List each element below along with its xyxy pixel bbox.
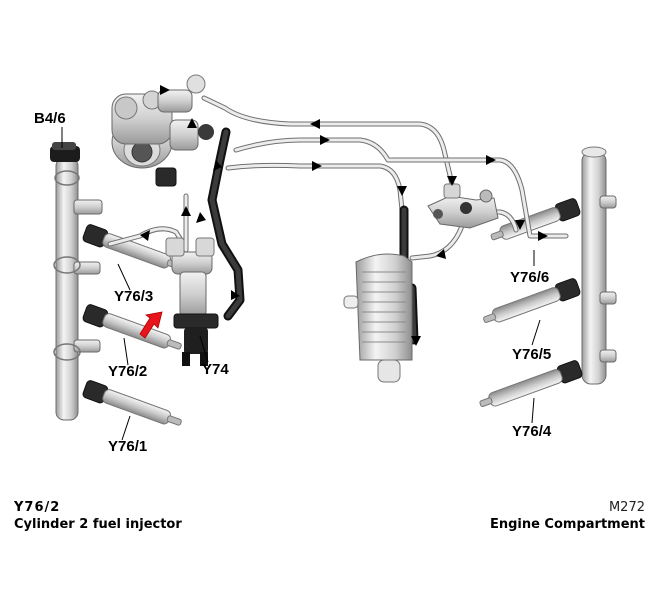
label-y76-2: Y76/2 bbox=[108, 363, 147, 380]
label-y76-4: Y76/4 bbox=[512, 423, 552, 440]
quantity-control-valve-y74 bbox=[165, 237, 219, 366]
red-arrow-pointer-icon bbox=[139, 311, 163, 339]
fuel-flow-arrow-icon bbox=[310, 119, 320, 129]
injector-y76-2 bbox=[82, 304, 182, 350]
label-y74: Y74 bbox=[202, 361, 229, 378]
model-code: M272 bbox=[608, 500, 645, 515]
fuel-flow-arrow-icon bbox=[312, 161, 322, 171]
right-fuel-rail bbox=[581, 146, 617, 385]
fuel-flow-arrow-icon bbox=[320, 135, 330, 145]
label-y76-6: Y76/6 bbox=[510, 269, 549, 286]
fuel-lines bbox=[107, 95, 569, 261]
fuel-flow-arrow-icon bbox=[196, 212, 206, 223]
fuel-flow-arrow-icon bbox=[213, 160, 222, 171]
fuel-flow-arrow-icon bbox=[436, 249, 446, 259]
location-label: Engine Compartment bbox=[489, 517, 645, 532]
left-fuel-rail bbox=[50, 142, 103, 421]
high-pressure-pump bbox=[111, 74, 214, 187]
fuel-flow-arrows bbox=[140, 85, 548, 346]
fuel-flow-arrow-icon bbox=[447, 176, 457, 186]
fuel-filter bbox=[343, 253, 413, 383]
injector-y76-6 bbox=[490, 198, 581, 241]
fuel-flow-arrow-icon bbox=[160, 85, 170, 95]
fuel-flow-arrow-icon bbox=[140, 230, 150, 241]
fuel-flow-arrow-icon bbox=[411, 336, 421, 346]
injector-y76-4 bbox=[479, 360, 583, 408]
fuel-flow-arrow-icon bbox=[397, 186, 407, 196]
fuel-system-diagram: B4/6 Y76/3 Y76/2 Y76/1 Y74 Y76/6 Y76/5 Y… bbox=[34, 74, 617, 455]
fuel-flow-arrow-icon bbox=[515, 220, 525, 230]
fuel-pressure-regulator-block bbox=[427, 183, 499, 229]
fuel-flow-arrow-icon bbox=[486, 155, 496, 165]
injector-y76-1 bbox=[82, 380, 182, 426]
fuel-flow-arrow-icon bbox=[187, 118, 197, 128]
component-code: Y76/2 bbox=[14, 500, 61, 515]
fuel-flow-arrow-icon bbox=[538, 231, 548, 241]
fuel-flow-arrow-icon bbox=[231, 290, 240, 300]
injector-y76-5 bbox=[483, 278, 581, 323]
label-y76-3: Y76/3 bbox=[114, 288, 153, 305]
fuel-flow-arrow-icon bbox=[181, 206, 191, 216]
label-y76-1: Y76/1 bbox=[108, 438, 147, 455]
component-name: Cylinder 2 fuel injector bbox=[14, 517, 182, 532]
leader-lines bbox=[61, 127, 541, 441]
label-b4-6: B4/6 bbox=[34, 110, 66, 127]
label-y76-5: Y76/5 bbox=[512, 346, 551, 363]
